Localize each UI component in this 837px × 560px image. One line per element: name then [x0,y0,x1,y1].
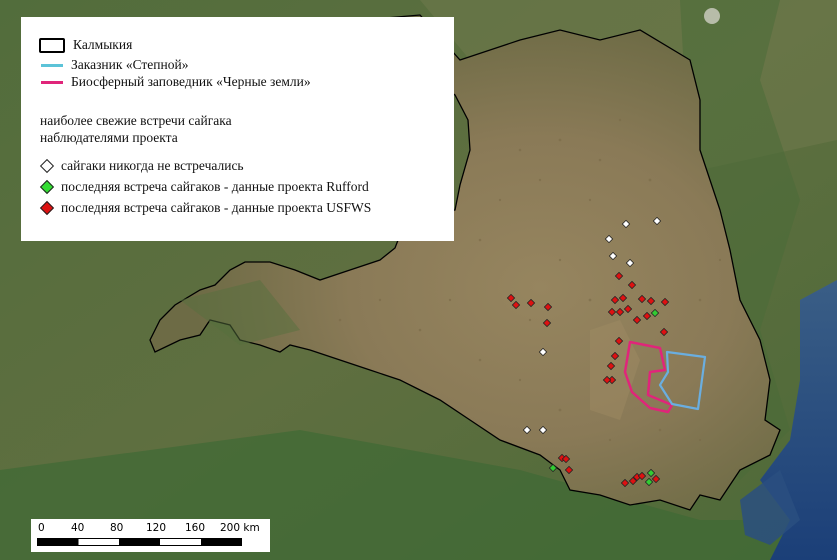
marker-rufford[interactable] [650,308,660,318]
reserve2-line-symbol [41,80,63,84]
scale-tick-40: 40 [71,522,85,534]
legend-item-usfws: последняя встреча сайгаков - данные прое… [39,200,371,216]
marker-usfws[interactable] [651,474,661,484]
legend-region-label: Калмыкия [73,37,133,52]
marker-never-seen[interactable] [608,251,618,261]
marker-usfws[interactable] [660,297,670,307]
marker-never-seen[interactable] [604,234,614,244]
white-diamond-icon [39,158,55,174]
marker-usfws[interactable] [506,293,516,303]
legend-reserve1-label: Заказник «Степной» [71,57,189,72]
steppe-texture [338,118,722,442]
legend-reserve2-label: Биосферный заповедник «Черные земли» [71,74,311,89]
points-usfws [506,271,670,488]
marker-usfws[interactable] [511,300,521,310]
red-diamond-icon [39,200,55,216]
legend-item-rufford: последняя встреча сайгаков - данные прое… [39,179,369,195]
marker-never-seen[interactable] [538,425,548,435]
marker-usfws[interactable] [607,307,617,317]
marker-usfws[interactable] [646,296,656,306]
marker-usfws[interactable] [642,311,652,321]
legend-item-reserve1: Заказник «Степной» [39,57,188,73]
scale-bar: 0 40 80 120 160 200 km [31,519,270,552]
marker-usfws[interactable] [627,280,637,290]
legend-item-reserve2: Биосферный заповедник «Черные земли» [39,74,311,90]
points-rufford [548,308,660,487]
marker-usfws[interactable] [637,294,647,304]
marker-never-seen[interactable] [538,347,548,357]
marker-never-seen[interactable] [625,258,635,268]
marker-usfws[interactable] [614,271,624,281]
marker-usfws[interactable] [628,476,638,486]
marker-usfws[interactable] [610,295,620,305]
marker-usfws[interactable] [632,315,642,325]
marker-usfws[interactable] [620,478,630,488]
green-diamond-icon [39,179,55,195]
legend-note-line2: наблюдателями проекта [40,130,178,145]
scale-tick-200: 200 km [220,522,260,534]
scale-tick-160: 160 [185,522,206,534]
reserve-stepnoi[interactable] [658,350,707,411]
marker-rufford[interactable] [646,468,656,478]
marker-usfws[interactable] [610,351,620,361]
legend-rufford-label: последняя встреча сайгаков - данные прое… [61,179,369,194]
legend-never-label: сайгаки никогда не встречались [61,158,244,173]
marker-usfws[interactable] [623,304,633,314]
scale-tick-0: 0 [38,522,45,534]
legend-usfws-label: последняя встреча сайгаков - данные прое… [61,200,372,215]
marker-usfws[interactable] [615,307,625,317]
region-outline-symbol [39,37,65,53]
marker-rufford[interactable] [644,477,654,487]
marker-usfws[interactable] [659,327,669,337]
marker-usfws[interactable] [543,302,553,312]
legend-note-line1: наиболее свежие встречи сайгака [40,113,232,128]
marker-never-seen[interactable] [621,219,631,229]
scale-tick-80: 80 [110,522,124,534]
marker-usfws[interactable] [614,336,624,346]
marker-usfws[interactable] [606,361,616,371]
marker-usfws[interactable] [602,375,612,385]
reserve1-line-symbol [41,63,63,67]
marker-never-seen[interactable] [652,216,662,226]
legend-note: наиболее свежие встречи сайгака наблюдат… [40,112,232,146]
map-legend: Калмыкия Заказник «Степной» Биосферный з… [21,17,454,241]
marker-never-seen[interactable] [522,425,532,435]
marker-usfws[interactable] [618,293,628,303]
legend-item-never: сайгаки никогда не встречались [39,158,244,174]
marker-rufford[interactable] [548,463,558,473]
scale-bar-graphic [37,538,242,546]
marker-usfws[interactable] [526,298,536,308]
marker-usfws[interactable] [637,471,647,481]
legend-item-region: Калмыкия [39,37,132,53]
marker-usfws[interactable] [542,318,552,328]
marker-usfws[interactable] [564,465,574,475]
scale-tick-120: 120 [146,522,167,534]
marker-usfws[interactable] [561,454,571,464]
points-never-seen [522,216,662,435]
